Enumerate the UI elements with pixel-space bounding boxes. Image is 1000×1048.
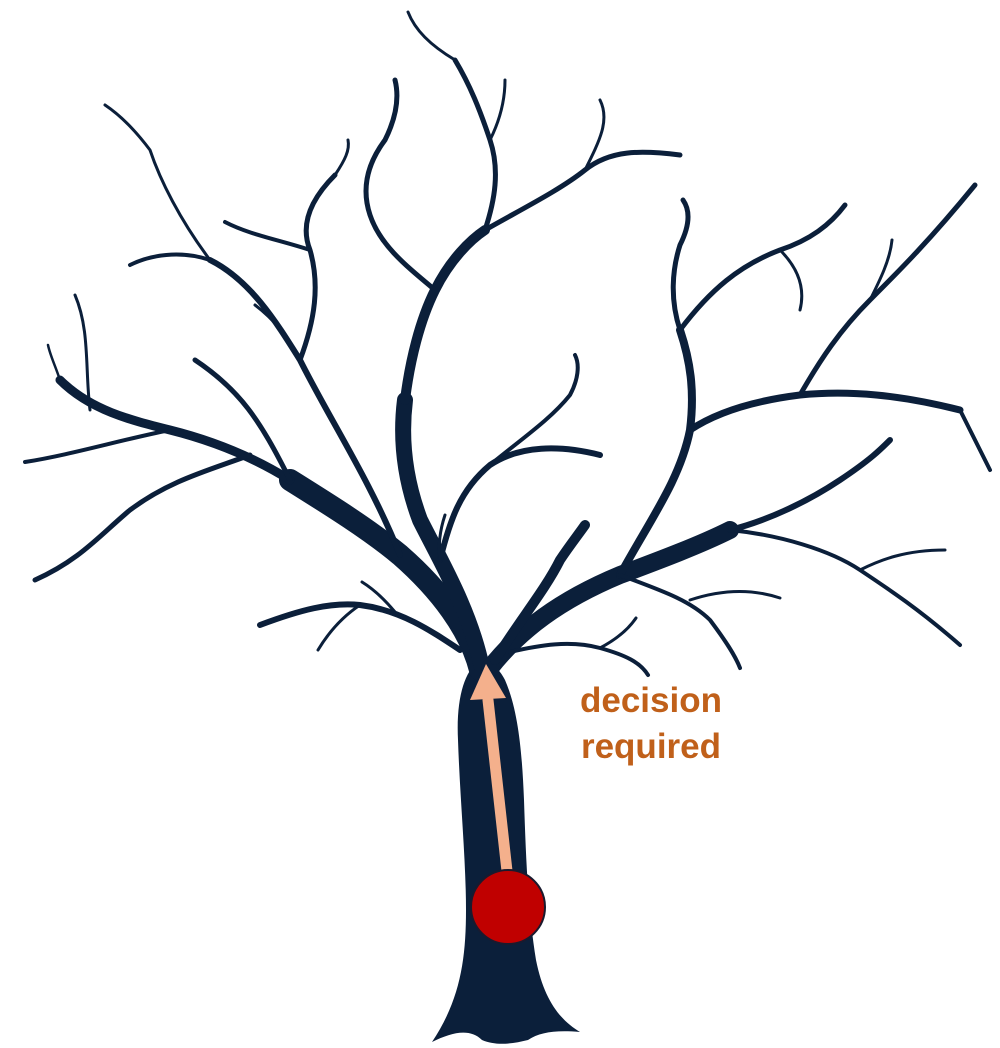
branch-right-low xyxy=(730,440,890,530)
branch-right-low-3 xyxy=(860,550,945,570)
branch-center-top-b xyxy=(408,12,455,60)
branch-right-up-c xyxy=(780,250,802,310)
branch-right-mid xyxy=(690,393,960,430)
branch-left-diag xyxy=(210,260,400,555)
branch-right-base-2 xyxy=(600,618,636,648)
branch-left-far xyxy=(25,430,170,462)
branch-center-left-lobe xyxy=(366,80,435,290)
decision-label-line-2: required xyxy=(556,724,746,770)
decision-label-line-1: decision xyxy=(556,678,746,724)
branch-right-up-a xyxy=(673,200,688,330)
branch-left-low xyxy=(260,604,460,650)
branch-center-right-top xyxy=(485,152,680,230)
branch-right-lowest-2 xyxy=(690,591,780,600)
branch-left-inner-3 xyxy=(225,222,310,250)
decision-label: decision required xyxy=(556,678,746,770)
branch-right-base xyxy=(510,644,648,675)
tree-branches xyxy=(25,12,990,675)
branch-center-top-c xyxy=(490,80,505,140)
branch-right-low-2 xyxy=(730,530,960,645)
branch-right-up xyxy=(620,330,692,575)
red-dot-icon xyxy=(471,870,545,944)
branch-left-sweep xyxy=(195,360,290,480)
branch-center-up xyxy=(405,230,485,400)
branch-center-top-a xyxy=(455,60,495,230)
branch-right-mid-down xyxy=(960,410,990,470)
branch-left-diag-up xyxy=(105,105,210,260)
branch-right-up-b xyxy=(680,205,845,330)
branch-center-main xyxy=(403,400,482,668)
branch-left-inner xyxy=(300,175,335,360)
branch-left-wide xyxy=(130,255,210,265)
branch-left-low-twig xyxy=(318,605,360,650)
branch-left-mid-hook xyxy=(48,345,60,380)
branch-left-inner-2 xyxy=(335,140,348,175)
branch-right-mid-up xyxy=(800,185,975,395)
branch-right-lowest xyxy=(620,575,740,668)
branch-left-mid xyxy=(60,380,290,480)
branch-left-lower xyxy=(35,455,250,580)
